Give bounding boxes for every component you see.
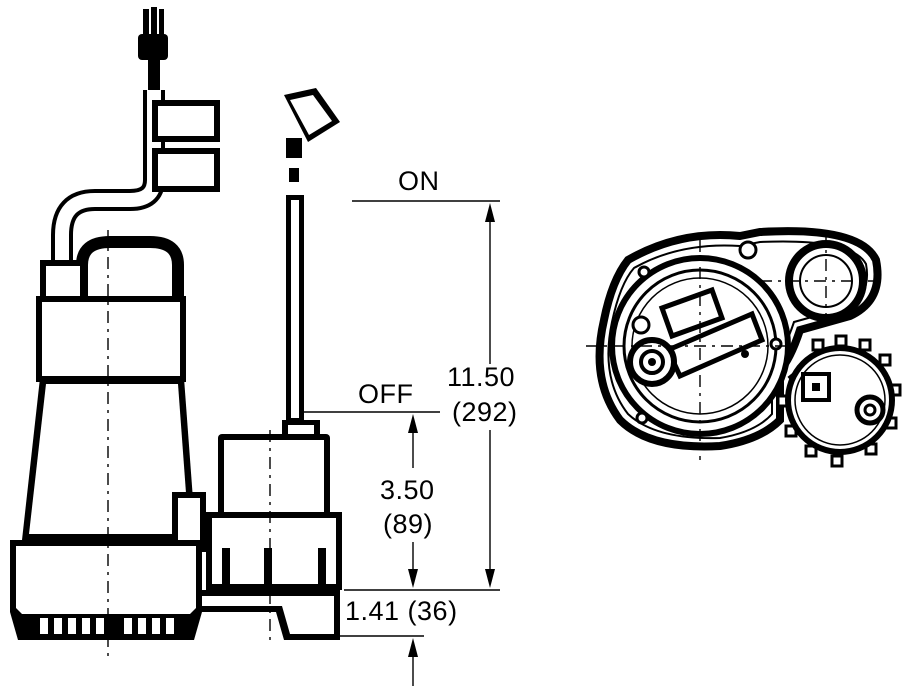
off-level-label: OFF (358, 379, 414, 409)
float-switch-top-view (776, 334, 902, 468)
pump-top-view (586, 227, 902, 468)
on-level-label: ON (398, 166, 440, 196)
power-plug-icon (138, 7, 168, 90)
float-switch-side-view (196, 88, 342, 640)
dimension-lines (300, 200, 500, 686)
piggyback-plug-icon (284, 88, 340, 182)
sump-pump-side-view (10, 7, 220, 660)
off-height-mm: (89) (383, 509, 434, 539)
inlet-height-label: 1.41 (36) (345, 596, 458, 626)
total-height-mm: (292) (452, 397, 518, 427)
intake-slots (40, 618, 174, 634)
off-height-inches: 3.50 (380, 475, 435, 505)
total-height-inches: 11.50 (447, 362, 516, 392)
